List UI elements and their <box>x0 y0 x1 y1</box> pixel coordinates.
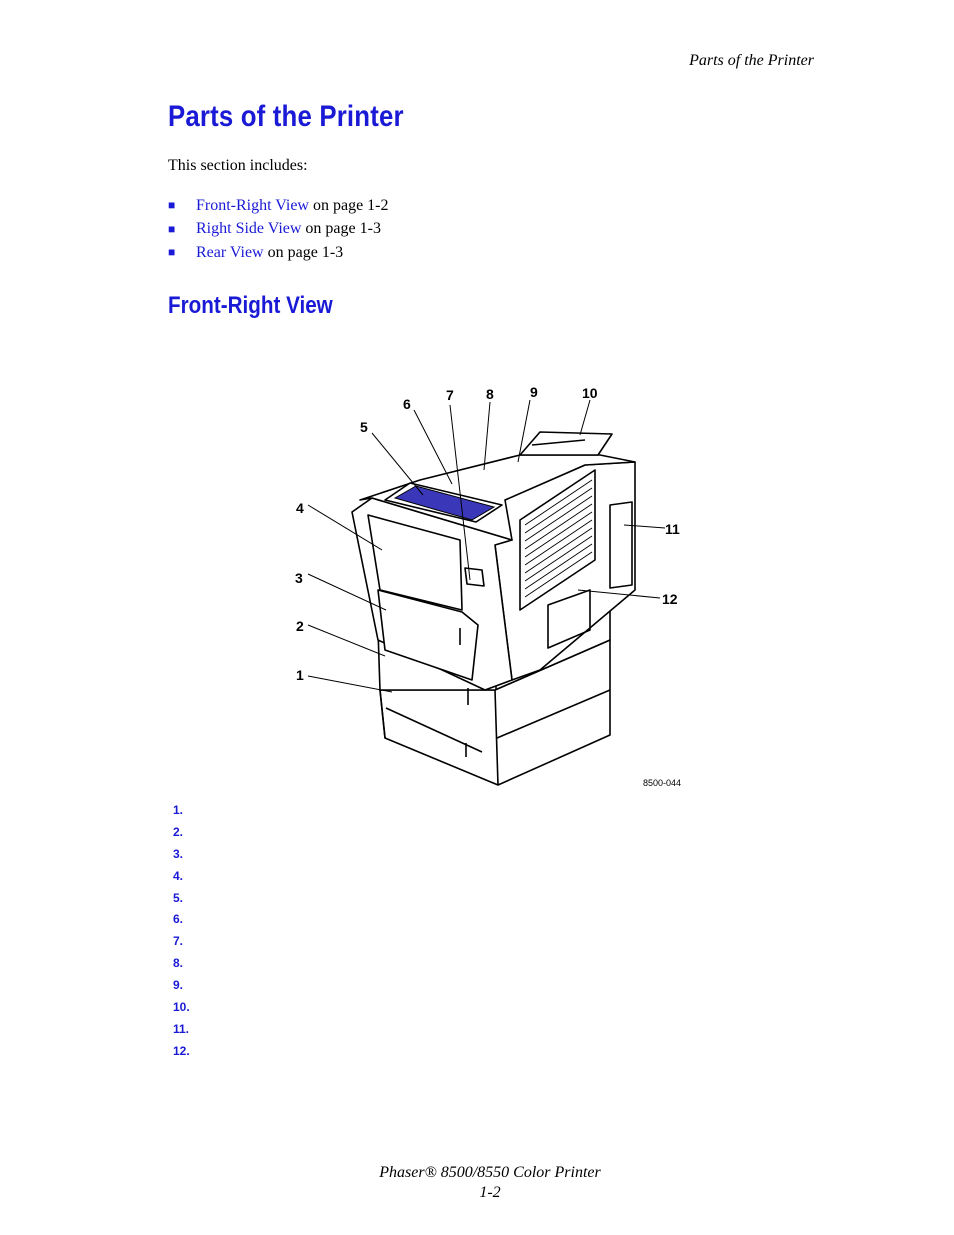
callout-3: 3 <box>295 570 303 586</box>
callout-5: 5 <box>360 419 368 435</box>
link-front-right-view[interactable]: Front-Right View <box>196 196 309 214</box>
parts-list-item: 12. <box>173 1043 190 1058</box>
toc-page-ref: on page 1-3 <box>301 220 381 238</box>
link-rear-view[interactable]: Rear View <box>196 243 264 261</box>
callout-4: 4 <box>296 500 304 516</box>
parts-list-item: 1. <box>173 803 184 817</box>
callout-10: 10 <box>582 385 598 401</box>
callout-7: 7 <box>446 387 454 403</box>
page-footer: Phaser® 8500/8550 Color Printer 1-2 <box>0 1163 954 1203</box>
bullet-icon: ■ <box>168 221 176 236</box>
footer-page-number: 1-2 <box>479 1184 501 1201</box>
callout-2: 2 <box>296 618 304 634</box>
callout-9: 9 <box>530 384 538 400</box>
parts-list-item: 8. <box>173 956 184 971</box>
callout-12: 12 <box>662 591 678 607</box>
parts-list-item: 10. <box>173 1000 190 1015</box>
parts-list-item: 5. <box>173 890 184 905</box>
callout-1: 1 <box>296 667 304 683</box>
control-panel-screen <box>393 485 496 521</box>
toc-page-ref: on page 1-3 <box>263 243 344 261</box>
section-contents-list: ■ Front-Right View on page 1-2 ■ Right S… <box>168 194 389 265</box>
callout-8: 8 <box>486 386 494 402</box>
figure-id: 8500-044 <box>643 778 681 788</box>
link-right-side-view[interactable]: Right Side View <box>196 220 302 238</box>
intro-text: This section includes: <box>168 157 308 174</box>
parts-list-item: 9. <box>173 978 184 993</box>
parts-list-item: 11. <box>173 1021 190 1036</box>
parts-list-item: 7. <box>173 934 184 949</box>
printer-front-right-illustration: 1 2 3 4 5 6 7 8 9 10 11 12 8500-044 <box>280 375 700 795</box>
printer-drawing: 1 2 3 4 5 6 7 8 9 10 11 12 8500-044 <box>295 384 681 788</box>
parts-list-item: 6. <box>173 912 184 927</box>
callout-6: 6 <box>403 396 411 412</box>
bullet-icon: ■ <box>168 198 176 213</box>
section-title-front-right-view: Front-Right View <box>168 292 333 319</box>
toc-page-ref: on page 1-2 <box>308 196 389 214</box>
toc-item-rear: ■ Rear View on page 1-3 <box>168 241 389 265</box>
running-header: Parts of the Printer <box>689 52 814 69</box>
page-title: Parts of the Printer <box>168 100 404 133</box>
parts-list-item: 4. <box>173 868 184 883</box>
parts-list-item: 2. <box>173 824 184 839</box>
toc-item-right-side: ■ Right Side View on page 1-3 <box>168 218 389 242</box>
parts-list-item: 3. <box>173 846 184 861</box>
parts-callout-list: 1. 2. 3. 4. 5. 6. 7. 8. 9. 10. 11. 12. <box>173 800 190 1063</box>
callout-11: 11 <box>665 521 680 537</box>
toc-item-front-right: ■ Front-Right View on page 1-2 <box>168 194 389 218</box>
bullet-icon: ■ <box>168 245 176 260</box>
footer-product-name: Phaser® 8500/8550 Color Printer <box>379 1164 601 1181</box>
